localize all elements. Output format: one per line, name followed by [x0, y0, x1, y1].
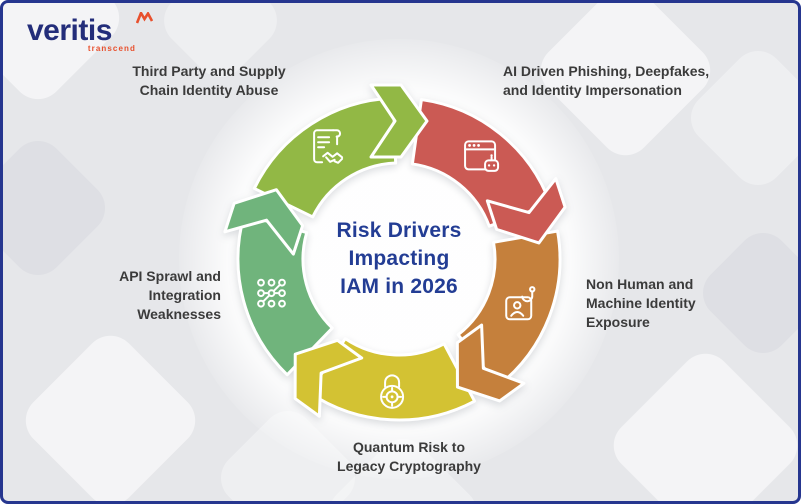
arrow-quantum-risk — [293, 338, 364, 418]
veritis-tagline: transcend — [87, 44, 136, 53]
segment-label-api-sprawl: API Sprawl and Integration Weaknesses — [119, 268, 221, 322]
segment-label-third-party-supply-chain: Third Party and Supply Chain Identity Ab… — [132, 63, 286, 98]
arrow-non-human-machine-identity — [455, 323, 526, 403]
api-network-icon — [257, 278, 286, 308]
identity-hook-icon — [505, 286, 536, 321]
contract-handshake-icon — [313, 129, 344, 164]
risk-ring-diagram — [223, 83, 567, 422]
segment-label-quantum-risk: Quantum Risk to Legacy Cryptography — [337, 439, 481, 474]
veritis-brand-text: veritis — [27, 14, 112, 47]
lock-target-icon — [380, 374, 405, 409]
segment-label-ai-driven-phishing: AI Driven Phishing, Deepfakes, and Ident… — [503, 63, 710, 98]
arrow-ai-driven-phishing — [485, 177, 567, 245]
pattern-shape — [3, 130, 116, 286]
arrow-third-party-supply-chain — [369, 83, 429, 159]
pattern-shape — [15, 325, 206, 501]
veritis-checkmark-icon — [136, 12, 153, 24]
page-title: Risk Drivers Impacting IAM in 2026 — [336, 219, 462, 298]
segment-ai-driven-phishing — [410, 98, 552, 228]
pattern-shape — [602, 342, 798, 501]
veritis-logo: veritis transcend — [27, 12, 153, 53]
arrow-api-sprawl — [223, 188, 305, 256]
ai-browser-bot-icon — [464, 140, 500, 172]
segment-label-non-human-machine-identity: Non Human and Machine Identity Exposure — [586, 276, 696, 330]
